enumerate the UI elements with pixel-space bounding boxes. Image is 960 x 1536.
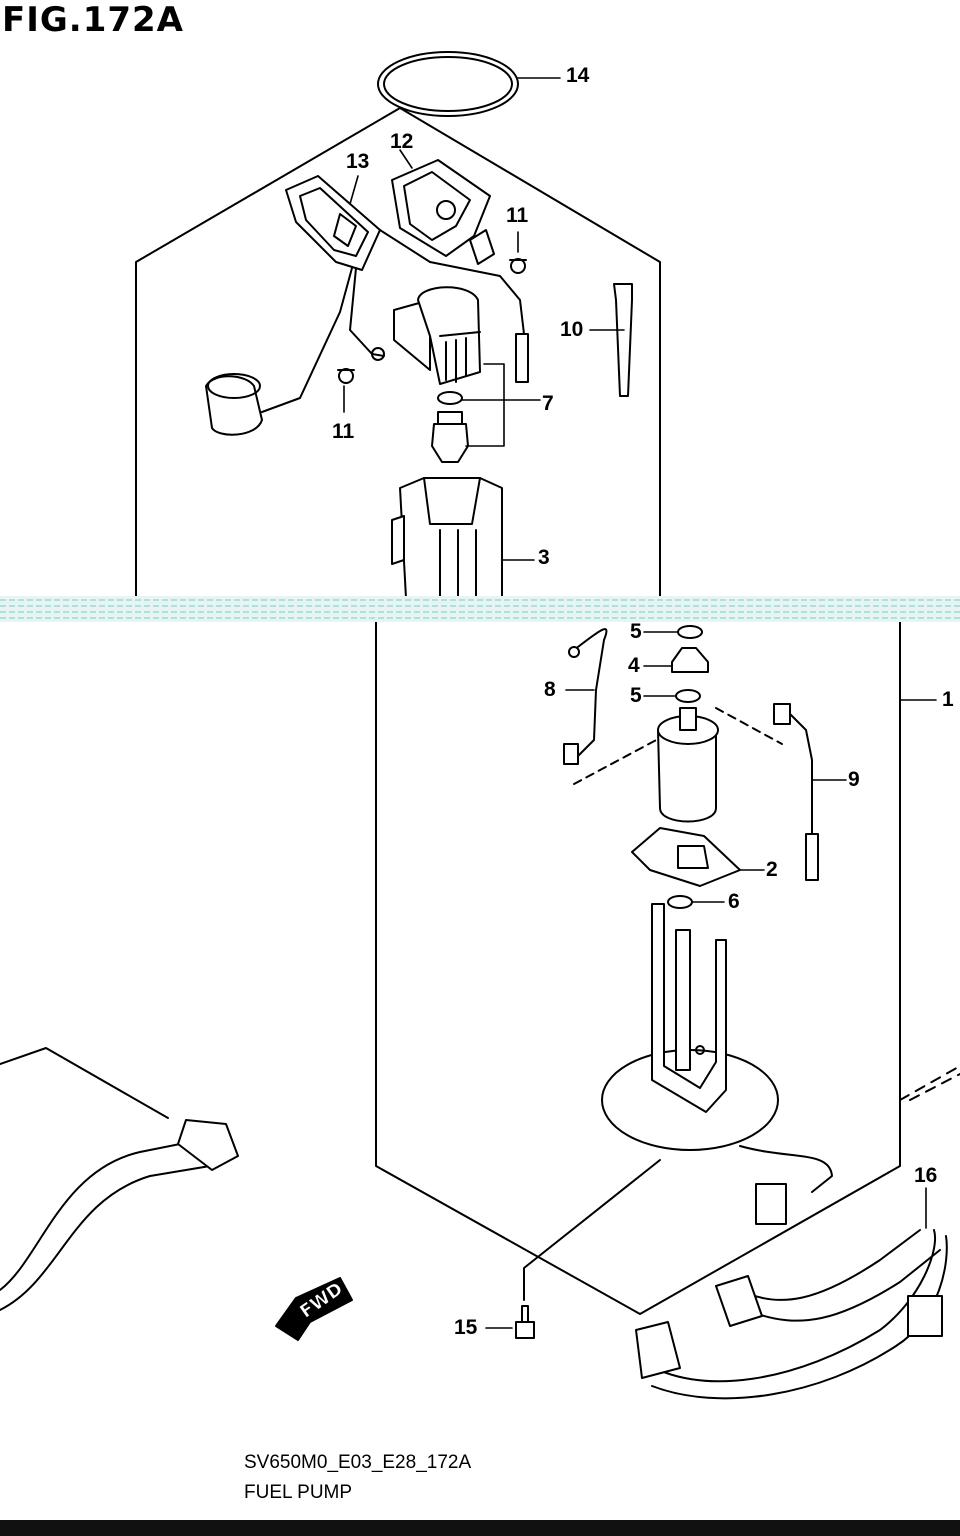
callout-6: 6: [728, 890, 740, 913]
ground-wire-part: [563, 628, 608, 765]
fuel-hose-16-part: [635, 1229, 948, 1400]
bracket-plate-part: [391, 159, 495, 265]
callout-15: 15: [454, 1316, 478, 1339]
pressure-regulator-part: [393, 286, 481, 463]
o-ring-part: [377, 51, 519, 117]
fuel-level-sender-part: [261, 175, 529, 413]
screw-part-lower: [337, 368, 355, 384]
o-ring-6: [667, 895, 693, 909]
callout-4: 4: [628, 654, 640, 677]
callout-12: 12: [390, 130, 414, 153]
left-fuel-hose-part: [0, 1047, 239, 1311]
float-part: [205, 373, 263, 436]
callout-13: 13: [346, 150, 370, 173]
o-ring-5-lower: [675, 689, 701, 703]
o-ring-5-upper: [677, 625, 703, 639]
pump-base-plate-part: [601, 903, 833, 1225]
figure-title: FIG.172A: [2, 0, 184, 40]
harness-lead-part: [773, 703, 819, 881]
figure-caption: FUEL PUMP: [244, 1482, 353, 1503]
screw-part-upper: [509, 258, 527, 274]
cable-tie-part: [613, 283, 633, 397]
callout-16: 16: [914, 1164, 938, 1187]
callout-1: 1: [942, 688, 954, 711]
lower-enclosure-outline: [375, 619, 901, 1315]
fitting-part: [671, 647, 709, 673]
callout-3: 3: [538, 546, 550, 569]
callout-11-lower: 11: [332, 420, 355, 443]
upper-enclosure-outline: [135, 107, 661, 599]
bolt-15-part: [515, 1305, 535, 1339]
callout-5-upper: 5: [630, 620, 642, 643]
filter-housing-part: [391, 477, 503, 599]
callout-8: 8: [544, 678, 556, 701]
callout-7: 7: [542, 392, 554, 415]
callout-9: 9: [848, 768, 860, 791]
callout-2: 2: [766, 858, 778, 881]
pump-damper-part: [631, 827, 741, 887]
callout-14: 14: [566, 64, 590, 87]
fuel-pump-motor-part: [657, 707, 719, 823]
callout-11-upper: 11: [506, 204, 529, 227]
bottom-edge: [0, 1520, 960, 1536]
callout-5-lower: 5: [630, 684, 642, 707]
fwd-arrow-icon: [275, 1277, 353, 1341]
drawing-code: SV650M0_E03_E28_172A: [244, 1452, 472, 1473]
callout-10: 10: [560, 318, 584, 341]
